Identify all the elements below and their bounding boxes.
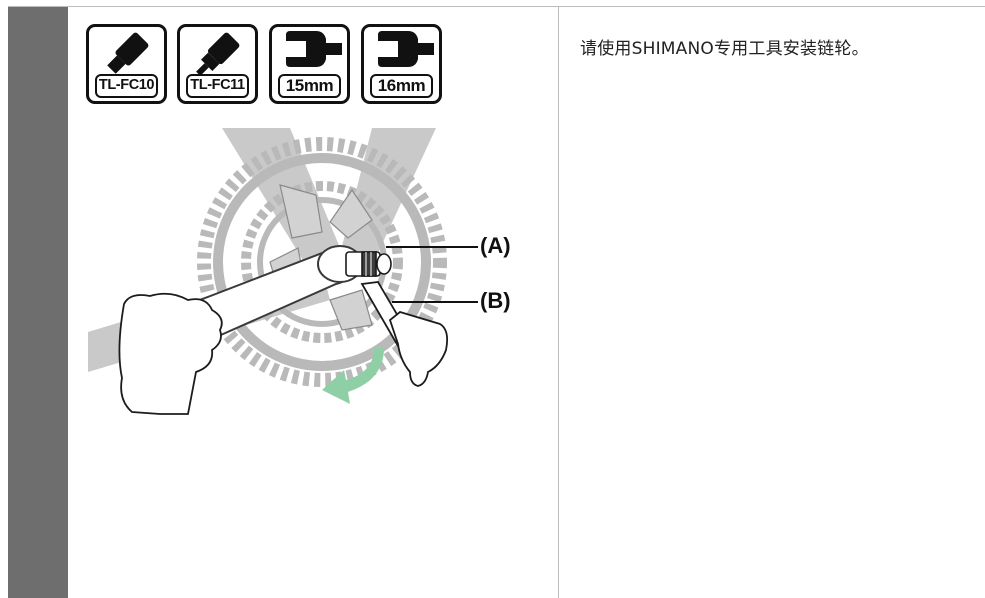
tool-label: TL-FC11 <box>186 74 249 98</box>
tl-fc11-tool-icon: TL-FC11 <box>177 24 258 104</box>
crank-installation-illustration <box>88 128 478 415</box>
right-hand <box>388 311 449 387</box>
instruction-text: 请使用SHIMANO专用工具安装链轮。 <box>580 39 869 59</box>
callout-b-label: (B) <box>480 288 511 313</box>
wrench-16mm-icon: 16mm <box>361 24 442 104</box>
left-hand <box>118 292 223 415</box>
tl-fc10-tool-icon: TL-FC10 <box>86 24 167 104</box>
tool-label: TL-FC10 <box>95 74 158 98</box>
rotation-arrow-icon <box>322 348 384 404</box>
crank-bolt <box>345 251 392 277</box>
wrench-15mm-icon: 15mm <box>269 24 350 104</box>
tool-label: 16mm <box>370 74 433 98</box>
top-divider <box>8 6 985 7</box>
callout-a-label: (A) <box>480 233 511 258</box>
column-divider <box>558 7 559 598</box>
section-sidebar <box>8 7 68 598</box>
tool-label: 15mm <box>278 74 341 98</box>
